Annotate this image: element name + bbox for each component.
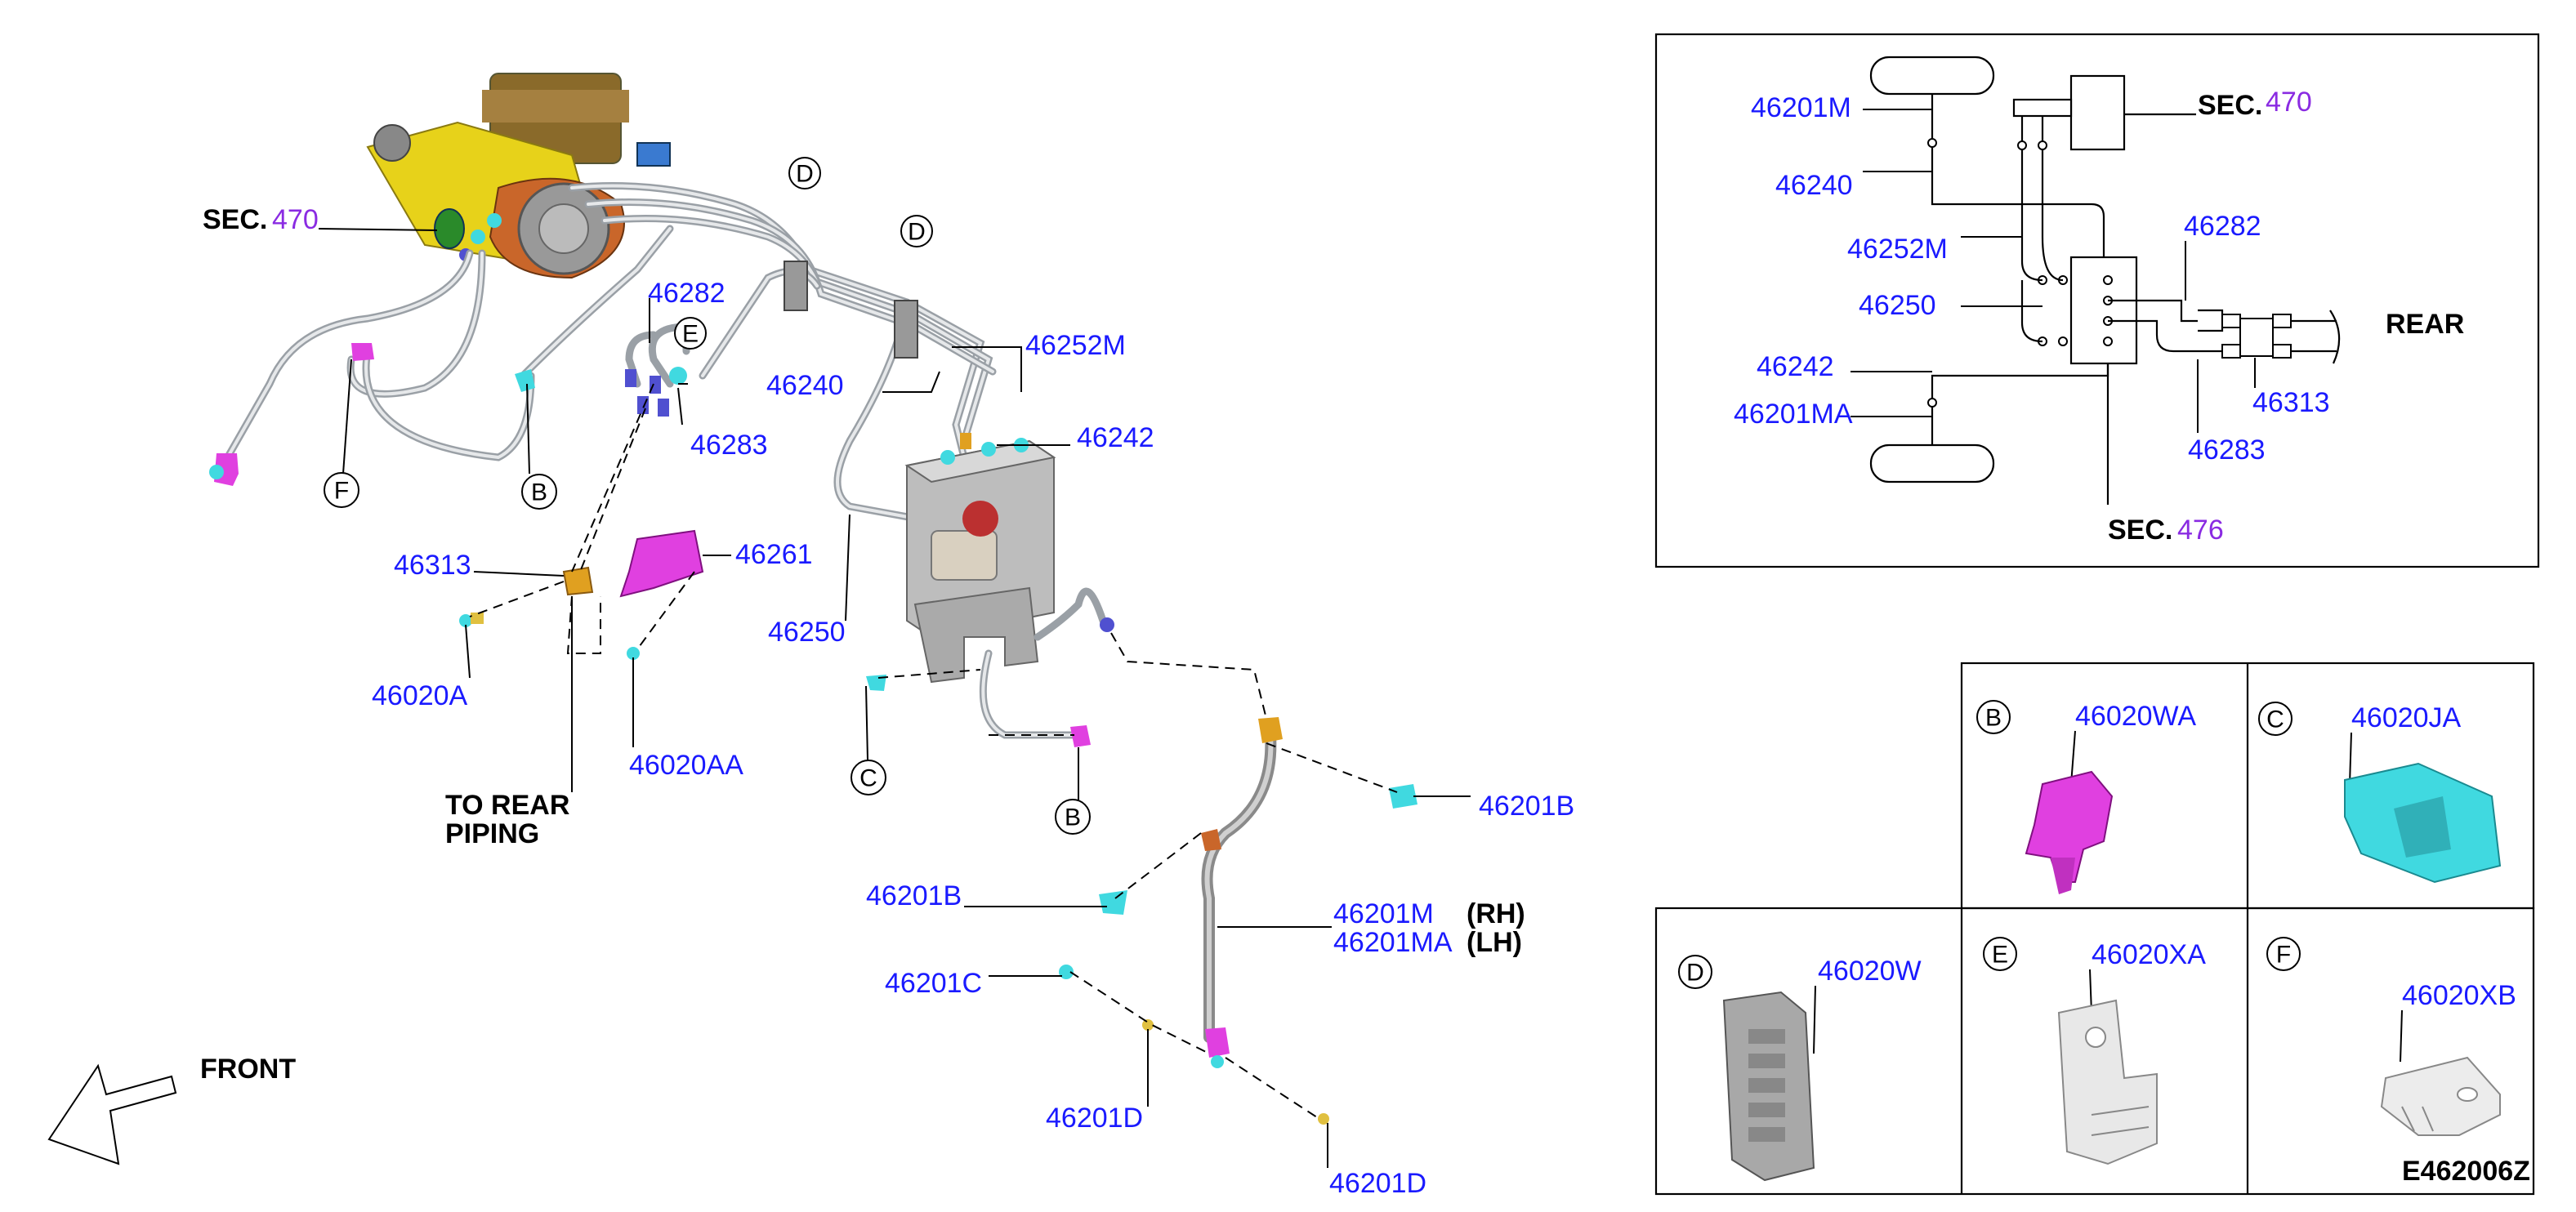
detail-cell-d[interactable]: D 46020W: [1678, 955, 1922, 1182]
detail-cell-f[interactable]: F 46020XB: [2266, 937, 2516, 1136]
front-arrow: [47, 1063, 177, 1165]
to-rear-piping-2: PIPING: [445, 818, 539, 849]
detail-cell-e[interactable]: E 46020XA: [1983, 937, 2206, 1165]
sch-sec-476-link[interactable]: 476: [2177, 515, 2224, 546]
sch-46201m[interactable]: 46201M: [1751, 92, 1851, 123]
svg-text:B: B: [1985, 705, 2002, 732]
detail-part-46020xa[interactable]: 46020XA: [2092, 939, 2206, 970]
lh-note: (LH): [1467, 927, 1522, 958]
part-46313[interactable]: 46313: [394, 550, 471, 581]
sch-sec-470-prefix: SEC.: [2198, 90, 2262, 121]
sch-sec-470-link[interactable]: 470: [2266, 87, 2312, 118]
part-46242[interactable]: 46242: [1077, 422, 1154, 453]
detail-grid: B 46020WA C 46020JA D 46020W: [1654, 662, 2535, 1196]
circle-c[interactable]: C: [850, 760, 886, 795]
detail-part-46020xb[interactable]: 46020XB: [2402, 980, 2516, 1011]
sch-46250[interactable]: 46250: [1859, 290, 1936, 321]
circle-e[interactable]: E: [674, 317, 707, 350]
part-46240[interactable]: 46240: [766, 370, 844, 401]
front-label: FRONT: [200, 1054, 296, 1085]
svg-text:F: F: [334, 478, 349, 505]
svg-text:F: F: [2276, 942, 2291, 969]
detail-cell-c[interactable]: C 46020JA: [2258, 702, 2502, 884]
part-46201ma[interactable]: 46201MA: [1333, 927, 1453, 958]
svg-text:E: E: [682, 321, 699, 348]
detail-cell-b[interactable]: B 46020WA: [1976, 700, 2196, 894]
svg-text:D: D: [1686, 960, 1704, 987]
detail-part-46020w[interactable]: 46020W: [1818, 956, 1922, 987]
schematic-inset: 46201M 46240 46252M 46250 46242 46201MA …: [1654, 33, 2540, 568]
detail-part-46020wa[interactable]: 46020WA: [2075, 701, 2196, 732]
svg-text:D: D: [908, 219, 926, 246]
to-rear-piping-1: TO REAR: [445, 790, 569, 821]
main-view: SEC. 470 46282 46283 46240 46252M 46242 …: [47, 73, 1574, 1199]
circle-b-2[interactable]: B: [1055, 799, 1091, 835]
part-46201d-a[interactable]: 46201D: [1046, 1103, 1143, 1134]
circle-b-1[interactable]: B: [521, 474, 557, 510]
part-46201c[interactable]: 46201C: [885, 968, 982, 999]
part-46201b-right[interactable]: 46201B: [1479, 791, 1574, 822]
part-46201b-left[interactable]: 46201B: [866, 880, 962, 911]
master-cylinder-assembly: [366, 73, 671, 279]
sch-46313[interactable]: 46313: [2252, 387, 2330, 418]
part-46252m[interactable]: 46252M: [1025, 330, 1126, 361]
circle-d-2[interactable]: D: [900, 215, 933, 247]
part-46282[interactable]: 46282: [648, 278, 725, 309]
abs-module: [904, 433, 1056, 684]
svg-text:C: C: [859, 765, 877, 792]
part-46201m[interactable]: 46201M: [1333, 898, 1434, 929]
part-46250[interactable]: 46250: [768, 617, 846, 648]
sch-46201ma[interactable]: 46201MA: [1734, 399, 1853, 430]
svg-text:D: D: [796, 161, 814, 188]
circle-f[interactable]: F: [324, 472, 359, 508]
svg-text:E: E: [1992, 942, 2008, 969]
detail-part-46020ja[interactable]: 46020JA: [2351, 702, 2462, 733]
figure-code: E462006Z: [2402, 1156, 2530, 1187]
sch-rear: REAR: [2386, 309, 2464, 340]
sch-46252m[interactable]: 46252M: [1847, 234, 1948, 265]
sch-46282[interactable]: 46282: [2184, 211, 2261, 242]
sch-sec-476-prefix: SEC.: [2108, 515, 2172, 546]
sch-46240[interactable]: 46240: [1775, 170, 1853, 201]
circle-d-1[interactable]: D: [788, 157, 821, 189]
svg-text:B: B: [531, 479, 547, 506]
svg-text:C: C: [2266, 706, 2284, 733]
part-46020aa[interactable]: 46020AA: [629, 750, 743, 781]
sec-470-prefix: SEC.: [203, 204, 267, 235]
rh-note: (RH): [1467, 898, 1525, 929]
part-46201d-b[interactable]: 46201D: [1329, 1168, 1426, 1199]
sch-46242[interactable]: 46242: [1757, 351, 1834, 382]
part-46283[interactable]: 46283: [690, 430, 768, 461]
sec-470-link[interactable]: 470: [272, 204, 319, 235]
svg-text:B: B: [1065, 804, 1081, 831]
part-46020a[interactable]: 46020A: [372, 680, 468, 711]
part-46261[interactable]: 46261: [735, 539, 813, 570]
sch-46283[interactable]: 46283: [2188, 434, 2266, 466]
